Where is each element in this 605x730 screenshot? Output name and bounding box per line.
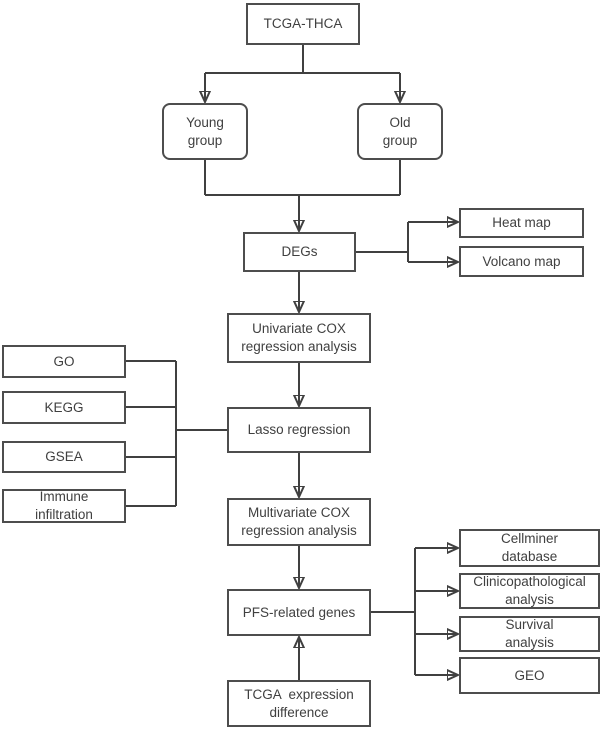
node-geo: GEO [459, 657, 600, 694]
node-immune-infiltration: Immune infiltration [2, 489, 126, 523]
node-heat-map: Heat map [459, 208, 584, 238]
node-go: GO [2, 345, 126, 378]
node-tcga-thca: TCGA-THCA [246, 3, 360, 45]
node-clinicopathological-analysis: Clinicopathological analysis [459, 573, 600, 609]
connector-degs-branch [356, 222, 409, 262]
node-tcga-expression-difference: TCGA expression difference [227, 680, 371, 727]
node-degs: DEGs [243, 232, 356, 272]
node-gsea: GSEA [2, 441, 126, 473]
node-kegg: KEGG [2, 391, 126, 424]
node-old-group: Old group [357, 103, 443, 160]
connector-left-merge [126, 360, 227, 507]
node-cellminer-database: Cellminer database [459, 529, 600, 567]
node-univariate-cox: Univariate COX regression analysis [227, 313, 371, 363]
connector-tcga-split [205, 45, 400, 74]
node-young-group: Young group [162, 103, 248, 160]
node-multivariate-cox: Multivariate COX regression analysis [227, 498, 371, 546]
node-pfs-related-genes: PFS-related genes [227, 589, 371, 636]
node-lasso-regression: Lasso regression [227, 407, 371, 453]
node-volcano-map: Volcano map [459, 246, 584, 277]
connector-groups-merge [204, 160, 401, 196]
node-survival-analysis: Survival analysis [459, 616, 600, 652]
connector-pfs-branch [371, 548, 416, 675]
